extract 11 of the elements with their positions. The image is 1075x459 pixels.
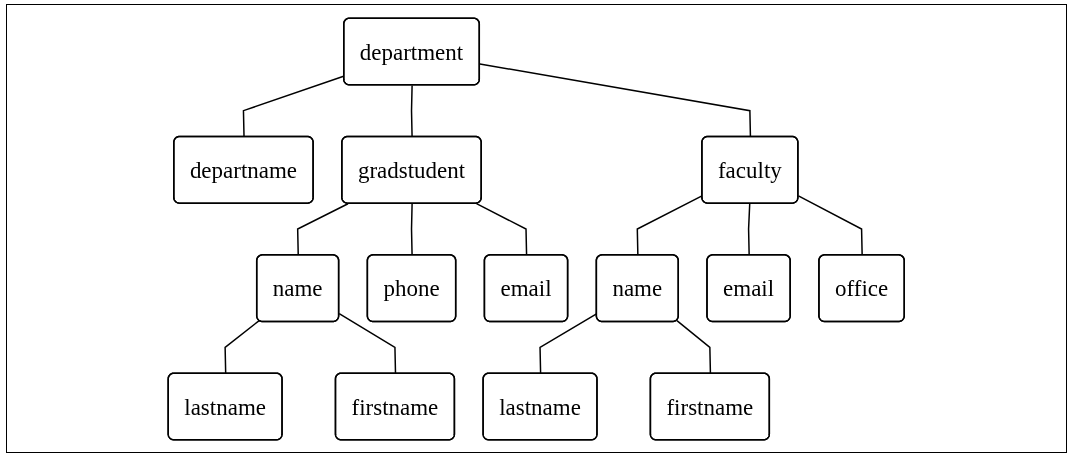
connector [748, 202, 751, 256]
connector [676, 319, 712, 374]
connector [411, 202, 414, 256]
connector [224, 319, 261, 374]
connector [411, 84, 414, 138]
connector [338, 312, 397, 374]
diagram-frame: department departname gradstudent faculty name phone email name email office lastname firstname lastname firstname [6, 4, 1067, 453]
connector [479, 62, 752, 138]
connector [297, 202, 349, 256]
connector [539, 312, 598, 374]
connector [476, 202, 528, 256]
